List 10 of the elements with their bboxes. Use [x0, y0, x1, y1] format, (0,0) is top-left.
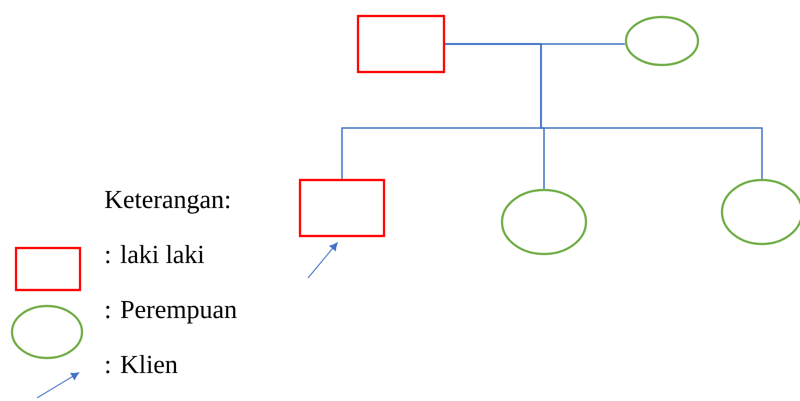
pointer-arrow [308, 242, 338, 278]
legend-text: : Klien [106, 354, 178, 374]
legend-text: : laki laki [106, 244, 204, 264]
ellipse-symbol [500, 188, 588, 256]
ellipse-symbol [624, 16, 700, 66]
descent-line [445, 43, 763, 179]
legend-heading: Keterangan: [104, 190, 230, 214]
legend-text: : Perempuan [106, 300, 237, 324]
rectangle-symbol [356, 14, 446, 74]
rectangle-symbol [298, 178, 386, 238]
